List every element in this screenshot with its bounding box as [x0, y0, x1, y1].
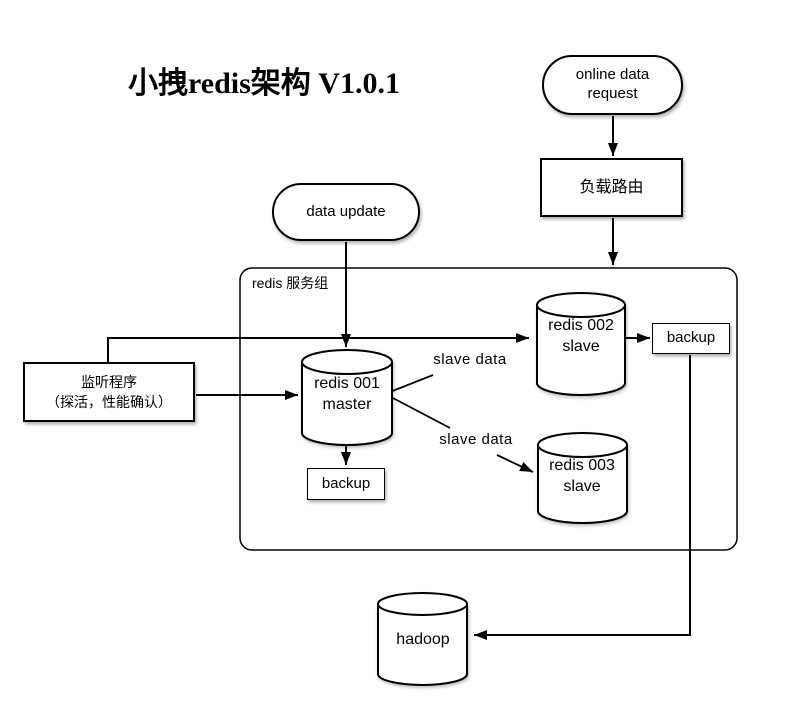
slave-backup-node: backup: [652, 323, 730, 354]
edge-backup-to-hadoop: [474, 355, 691, 640]
slave-data-label-lower: slave data: [439, 431, 513, 448]
edge-monitor-top-to-slave-002: [107, 333, 529, 362]
online-data-request-node: online data request: [542, 55, 683, 115]
redis-slave-003-cylinder: [537, 432, 628, 524]
data-update-node: data update: [272, 183, 420, 241]
master-backup-node: backup: [307, 468, 385, 500]
redis-slave-003-label: redis 003 slave: [549, 457, 615, 495]
hadoop-label: hadoop: [396, 631, 450, 648]
redis-slave-002-label: redis 002 slave: [548, 317, 614, 355]
edge-master-slave-data-upper: [389, 374, 434, 393]
edge-master-to-slave-003-part2: [496, 454, 534, 473]
hadoop-cylinder: [377, 592, 468, 686]
monitor-program-node: 监听程序 （探活，性能确认）: [23, 362, 195, 422]
diagram-title: 小拽redis架构 V1.0.1: [128, 67, 400, 100]
redis-master-cylinder: [301, 349, 393, 446]
slave-data-label-upper: slave data: [433, 351, 507, 368]
edge-master-to-slave-003-part1: [390, 396, 451, 429]
service-group-label: redis 服务组: [252, 275, 329, 291]
redis-master-label: redis 001 master: [314, 375, 380, 413]
load-router-node: 负载路由: [540, 158, 683, 217]
redis-slave-002-cylinder: [536, 292, 626, 396]
